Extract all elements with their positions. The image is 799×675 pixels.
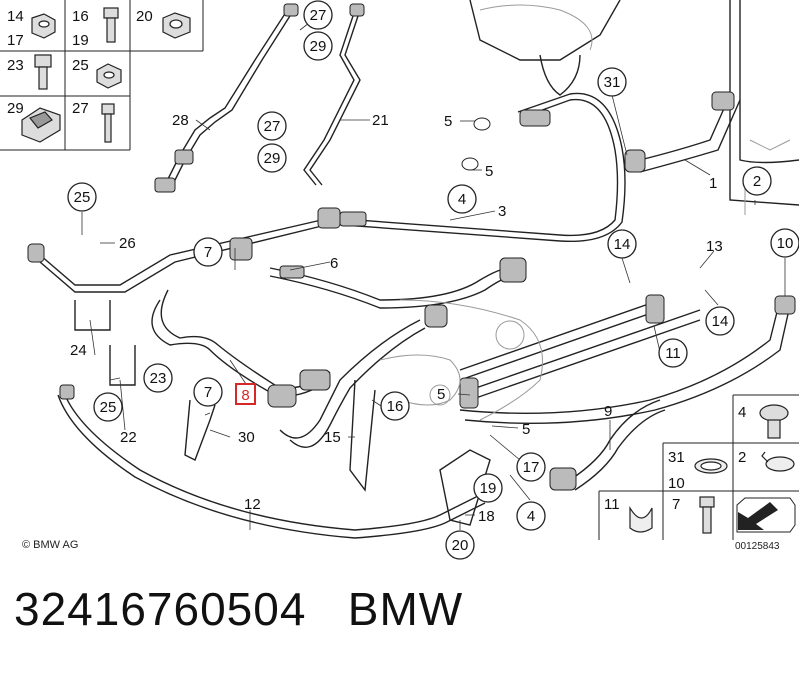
callout-circle bbox=[742, 166, 772, 196]
grid-label: 19 bbox=[72, 32, 89, 49]
callout-circle bbox=[658, 338, 688, 368]
callout-label: 31 bbox=[604, 74, 621, 91]
callout-label: 19 bbox=[480, 480, 497, 497]
callout-label: 5 bbox=[444, 113, 452, 130]
callout-label: 13 bbox=[706, 238, 723, 255]
callout-label: 9 bbox=[604, 403, 612, 420]
callout-label: 12 bbox=[244, 496, 261, 513]
highlight-label: 8 bbox=[241, 387, 249, 404]
highlight-box bbox=[235, 383, 256, 405]
callout-circle bbox=[193, 377, 223, 407]
callout-label: 14 bbox=[614, 236, 631, 253]
callout-label: 29 bbox=[264, 150, 281, 167]
part-number: 32416760504 bbox=[14, 583, 307, 635]
grid-labels: 14 17 16 19 20 23 25 29 27 bbox=[7, 8, 153, 117]
fittings bbox=[27, 3, 796, 491]
callout-circle bbox=[597, 67, 627, 97]
callout-label: 5 bbox=[522, 421, 530, 438]
callout-circle bbox=[143, 363, 173, 393]
callout-label: 25 bbox=[100, 399, 117, 416]
callout-label: 5 bbox=[485, 163, 493, 180]
callout-label: 4 bbox=[458, 191, 466, 208]
callout-circle bbox=[473, 473, 503, 503]
reference-number: 00125843 bbox=[735, 541, 780, 552]
grid-label: 20 bbox=[136, 8, 153, 25]
circled-callout-labels: 27 29 27 29 31 2 10 4 25 7 14 14 11 23 2… bbox=[74, 7, 794, 554]
grid-label: 27 bbox=[72, 100, 89, 117]
callout-label: 17 bbox=[523, 459, 540, 476]
callout-label: 27 bbox=[264, 118, 281, 135]
callout-circle bbox=[607, 229, 637, 259]
callout-label: 7 bbox=[204, 384, 212, 401]
callout-label: 1 bbox=[709, 175, 717, 192]
callout-label: 10 bbox=[777, 235, 794, 252]
grid-label: 23 bbox=[7, 57, 24, 74]
callout-circle bbox=[445, 530, 475, 560]
callout-label: 11 bbox=[665, 345, 681, 362]
grid-label: 29 bbox=[7, 100, 24, 117]
callout-circle bbox=[67, 182, 97, 212]
leader-lines bbox=[81, 15, 786, 530]
callout-circle bbox=[303, 31, 333, 61]
callout-circle bbox=[93, 392, 123, 422]
legend-arrow bbox=[736, 497, 796, 533]
legend-label: 7 bbox=[672, 496, 680, 513]
callout-label: 20 bbox=[452, 537, 469, 554]
callout-circle bbox=[705, 306, 735, 336]
callout-label: 6 bbox=[330, 255, 338, 272]
legend-labels: 4 31 2 10 11 7 bbox=[604, 404, 746, 513]
callout-circle bbox=[447, 184, 477, 214]
callout-circle bbox=[257, 143, 287, 173]
highlighted-part-8[interactable]: 8 bbox=[235, 383, 256, 405]
callout-circle bbox=[516, 452, 546, 482]
callout-label: 18 bbox=[478, 508, 495, 525]
hose-lines bbox=[39, 0, 799, 539]
callout-circle bbox=[193, 237, 223, 267]
callout-label: 30 bbox=[238, 429, 255, 446]
grid-label: 14 bbox=[7, 8, 24, 25]
callout-label: 3 bbox=[498, 203, 506, 220]
callout-label: 21 bbox=[372, 112, 389, 129]
callout-label: 15 bbox=[324, 429, 341, 446]
legend-part-drawings bbox=[629, 404, 795, 534]
callout-label: 2 bbox=[753, 173, 761, 190]
callout-circle bbox=[257, 111, 287, 141]
circled-callouts bbox=[67, 0, 799, 560]
callout-circle bbox=[770, 228, 799, 258]
legend-label: 31 bbox=[668, 449, 685, 466]
plain-callout-labels: 28 21 5 5 1 3 26 6 13 24 22 30 15 5 5 9 … bbox=[70, 112, 723, 525]
legend-label: 4 bbox=[738, 404, 746, 421]
callout-label: 16 bbox=[387, 398, 404, 415]
callout-circle bbox=[380, 391, 410, 421]
legend-label: 10 bbox=[668, 475, 685, 492]
callout-label: 23 bbox=[150, 370, 167, 387]
callout-label: 28 bbox=[172, 112, 189, 129]
grid-label: 16 bbox=[72, 8, 89, 25]
callout-label: 24 bbox=[70, 342, 87, 359]
callout-circle bbox=[516, 501, 546, 531]
callout-circle bbox=[303, 0, 333, 30]
legend-label: 2 bbox=[738, 449, 746, 466]
part-number-caption: 32416760504 BMW bbox=[14, 582, 463, 636]
callout-label: 25 bbox=[74, 189, 91, 206]
parts-grid bbox=[0, 0, 204, 151]
grid-label: 25 bbox=[72, 57, 89, 74]
background-subframe bbox=[379, 4, 791, 421]
copyright-text: © BMW AG bbox=[22, 539, 79, 551]
callout-label: 26 bbox=[119, 235, 136, 252]
callout-label: 14 bbox=[712, 313, 729, 330]
callout-label: 27 bbox=[310, 7, 327, 24]
grid-label: 17 bbox=[7, 32, 24, 49]
callout-label: 29 bbox=[310, 38, 327, 55]
callout-label: 22 bbox=[120, 429, 137, 446]
grid-part-drawings bbox=[21, 7, 191, 143]
callout-label: 4 bbox=[527, 508, 535, 525]
callout-label: 7 bbox=[204, 244, 212, 261]
legend-label: 11 bbox=[604, 496, 620, 513]
callout-label: 5 bbox=[437, 386, 445, 403]
legend-grid bbox=[598, 394, 799, 540]
brand-name: BMW bbox=[347, 583, 464, 635]
